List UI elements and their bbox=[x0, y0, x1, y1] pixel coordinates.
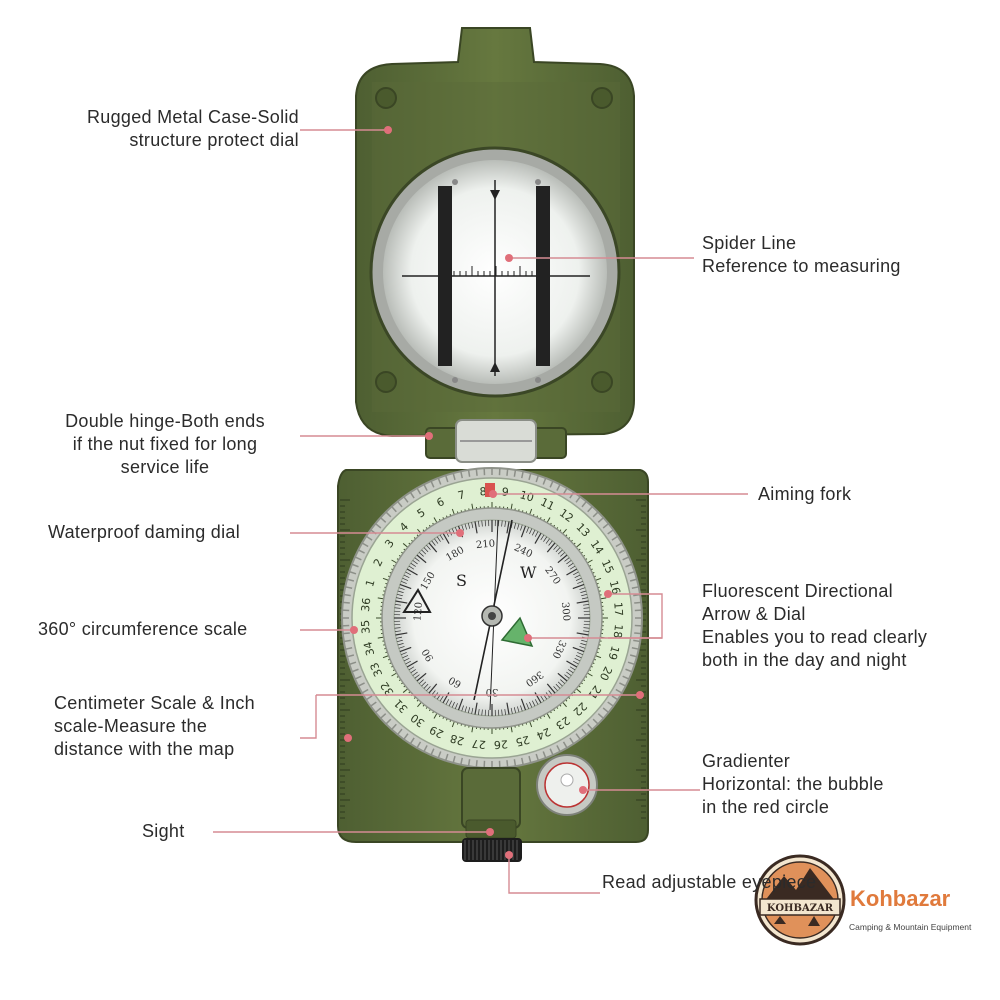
outer-scale-number: 32 bbox=[378, 679, 397, 698]
outer-scale-number: 29 bbox=[427, 723, 445, 741]
inner-degree-label: 30 bbox=[486, 686, 499, 697]
outer-scale-number: 20 bbox=[597, 664, 615, 682]
outer-scale-number: 17 bbox=[611, 602, 625, 617]
eyepiece bbox=[461, 767, 522, 862]
callout-eyepiece: Read adjustable eyepiece bbox=[602, 872, 817, 892]
outer-scale-number: 23 bbox=[553, 714, 572, 733]
callout-aiming-fork: Aiming fork bbox=[758, 484, 852, 504]
outer-scale-number: 8 bbox=[479, 485, 487, 498]
cardinal-s: S bbox=[456, 571, 467, 590]
outer-scale-number: 9 bbox=[501, 485, 509, 499]
outer-scale-number: 2 bbox=[371, 557, 386, 569]
inner-degree-label: 210 bbox=[476, 538, 496, 551]
callout-rugged-case: Rugged Metal Case-Solid structure protec… bbox=[86, 107, 299, 150]
outer-scale-number: 14 bbox=[588, 538, 607, 557]
callout-dots bbox=[344, 126, 644, 859]
outer-scale-number: 15 bbox=[599, 558, 617, 576]
callout-waterproof-dial: Waterproof daming dial bbox=[48, 522, 241, 542]
callout-double-hinge: Double hinge-Both ends if the nut fixed … bbox=[65, 411, 265, 477]
inner-degree-label: 60 bbox=[447, 674, 464, 690]
outer-scale-number: 34 bbox=[361, 640, 377, 657]
callout-centimeter-scale: Centimeter Scale & Inch scale-Measure th… bbox=[54, 693, 255, 759]
brand-tagline: Camping & Mountain Equipment bbox=[849, 922, 972, 932]
gradienter-bubble bbox=[536, 754, 598, 816]
outer-scale-number: 25 bbox=[514, 733, 531, 749]
outer-scale-number: 19 bbox=[605, 644, 621, 661]
cardinal-w: W bbox=[520, 563, 537, 582]
callout-lines bbox=[213, 129, 748, 894]
outer-scale-number: 35 bbox=[359, 619, 373, 634]
callout-gradienter: Gradienter Horizontal: the bubble in the… bbox=[702, 751, 884, 817]
outer-scale-number: 6 bbox=[435, 495, 447, 510]
outer-scale-number: 28 bbox=[449, 731, 466, 747]
spider-line-ticks bbox=[447, 266, 539, 276]
brand-name: Kohbazar bbox=[850, 886, 951, 911]
outer-scale-number: 26 bbox=[493, 737, 508, 751]
inner-degree-label: 300 bbox=[559, 602, 572, 622]
outer-scale-number: 36 bbox=[359, 597, 373, 612]
outer-scale-number: 33 bbox=[368, 660, 386, 678]
triangle-marker-icon bbox=[402, 588, 432, 613]
double-hinge bbox=[425, 419, 567, 463]
callout-sight: Sight bbox=[142, 821, 185, 841]
eyepiece-knurl bbox=[464, 840, 518, 860]
callout-spider-line: Spider Line Reference to measuring bbox=[702, 233, 901, 276]
inner-degree-ticks bbox=[394, 520, 590, 716]
outer-scale-number: 18 bbox=[611, 624, 625, 639]
callout-fluorescent-arrow: Fluorescent Directional Arrow & Dial Ena… bbox=[702, 581, 928, 670]
outer-scale-number: 24 bbox=[534, 725, 552, 743]
kohbazar-logo: KOHBAZAR bbox=[754, 854, 846, 946]
outer-scale-number: 27 bbox=[471, 737, 486, 751]
outer-scale-number: 1 bbox=[363, 578, 377, 588]
sighting-lens bbox=[369, 146, 621, 398]
outer-scale-number: 11 bbox=[538, 495, 556, 513]
outer-scale-number: 10 bbox=[518, 488, 535, 504]
outer-scale-number: 7 bbox=[456, 488, 466, 502]
logo-text: KOHBAZAR bbox=[767, 903, 834, 914]
callout-360-scale: 360° circumference scale bbox=[38, 619, 248, 639]
bezel-teeth bbox=[342, 468, 642, 768]
aiming-fork-marker bbox=[485, 483, 495, 497]
